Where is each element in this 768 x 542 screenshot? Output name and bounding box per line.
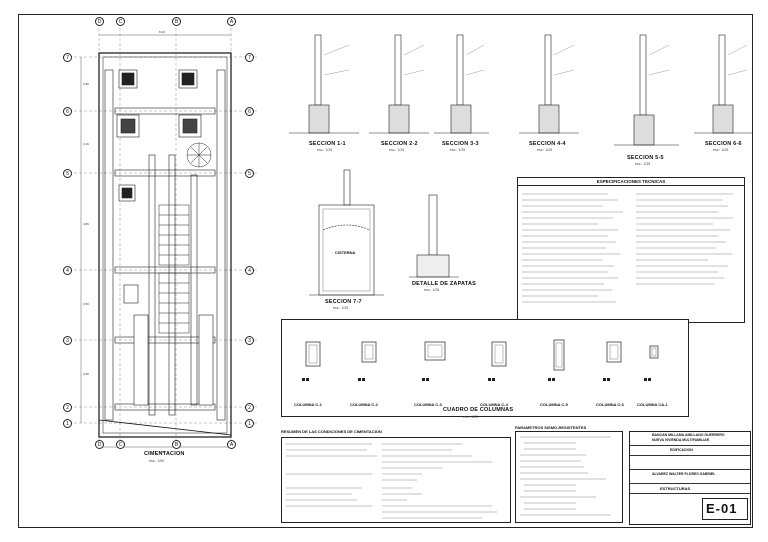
svg-text:8.20: 8.20 xyxy=(159,450,165,454)
column-c2-label: COLUMNA C-2 xyxy=(350,402,378,407)
tb-project: NUEVA VIVIENDA MULTIFAMILIAR xyxy=(652,438,710,442)
axis-bubble-3: 3 xyxy=(63,336,72,345)
section-6-6-title: SECCION 6-6 xyxy=(705,141,742,147)
section-4-4-title: SECCION 4-4 xyxy=(529,141,566,147)
axis-bubble-5-right: 5 xyxy=(245,169,254,178)
specs-box: ESPECIFICACIONES TECNICAS xyxy=(517,177,745,323)
axis-bubble-5: 5 xyxy=(63,169,72,178)
tb-specialty-row: ESTRUCTURAS xyxy=(630,483,750,493)
section-2-2-title: SECCION 2-2 xyxy=(381,141,418,147)
axis-bubble-1-right: 1 xyxy=(245,419,254,428)
axis-bubble-2: 2 xyxy=(63,403,72,412)
column-c3-label: COLUMNA C-3 xyxy=(414,402,442,407)
section-6-6-scale: esc.: 1/25 xyxy=(713,148,729,152)
tb-engineer-row: ALVAREZ WALTER FLORES GABRIEL xyxy=(630,469,750,483)
axis-bubble-7-right: 7 xyxy=(245,53,254,62)
detalle-zapatas-title: DETALLE DE ZAPATAS xyxy=(412,281,476,287)
summary-box xyxy=(281,437,511,523)
tb-type-row: EDIFICACION xyxy=(630,445,750,455)
summary-title: RESUMEN DE LAS CONDICIONES DE CIMENTACIO… xyxy=(281,429,511,434)
section-7-7-title: SECCION 7-7 xyxy=(325,299,362,305)
svg-text:3.35: 3.35 xyxy=(83,372,89,376)
title-block: BANCAN MILLAMA AMILLANO GUERRERO NUEVA V… xyxy=(629,431,751,525)
svg-text:4.86: 4.86 xyxy=(83,222,89,226)
plan-title: CIMENTACION xyxy=(144,451,185,457)
seismic-title: PARAMETROS SISMO-RESISTENTES xyxy=(515,425,587,430)
column-c1-label: COLUMNA C-1 xyxy=(294,402,322,407)
axis-bubble-b: B xyxy=(172,17,181,26)
svg-text:3.16: 3.16 xyxy=(83,142,89,146)
tb-owner: BANCAN MILLAMA AMILLANO GUERRERO xyxy=(652,433,725,437)
tb-engineer: ALVAREZ WALTER FLORES GABRIEL xyxy=(652,472,716,476)
section-5-5-title: SECCION 5-5 xyxy=(627,155,664,161)
tb-address-row xyxy=(630,455,750,469)
axis-bubble-a-bottom: A xyxy=(227,440,236,449)
seismic-text-lines xyxy=(520,436,611,516)
section-3-3-title: SECCION 3-3 xyxy=(442,141,479,147)
axis-bubble-d-bottom: D xyxy=(95,440,104,449)
specs-text-lines xyxy=(522,193,733,303)
columns-sections-drawing xyxy=(302,339,659,381)
column-c4-label: COLUMNA C-4 xyxy=(480,402,508,407)
axis-bubble-6: 6 xyxy=(63,107,72,116)
tb-sheet-row: E-01 xyxy=(630,493,750,525)
axis-bubble-4-right: 4 xyxy=(245,266,254,275)
tb-owner-row: BANCAN MILLAMA AMILLANO GUERRERO NUEVA V… xyxy=(630,432,750,445)
axis-bubble-3-right: 3 xyxy=(245,336,254,345)
summary-text-lines xyxy=(286,443,497,519)
axis-bubble-2-right: 2 xyxy=(245,403,254,412)
columns-table: COLUMNA C-1 COLUMNA C-2 COLUMNA C-3 COLU… xyxy=(281,319,689,417)
columns-scale: esc.: 1/25 xyxy=(463,415,479,419)
tb-specialty: ESTRUCTURAS xyxy=(660,486,691,491)
column-ca1-label: COLUMNA CA-1 xyxy=(637,402,668,407)
section-4-4-scale: esc.: 1/25 xyxy=(537,148,553,152)
axis-bubble-7: 7 xyxy=(63,53,72,62)
seismic-box xyxy=(515,431,623,523)
axis-bubble-a: A xyxy=(227,17,236,26)
columns-title: CUADRO DE COLUMNAS xyxy=(443,407,514,413)
column-c6-label: COLUMNA C-6 xyxy=(596,402,624,407)
sheet-code: E-01 xyxy=(706,501,738,516)
drawing-sheet: 2.96 3.16 4.86 3.50 3.35 8.20 8.20 D C B… xyxy=(18,14,753,528)
plan-scale: esc.: 1/50 xyxy=(149,459,165,463)
column-c5-label: COLUMNA C-5 xyxy=(540,402,568,407)
sheet-code-frame xyxy=(702,498,748,520)
tb-type: EDIFICACION xyxy=(670,448,693,452)
foundation-plan-drawing: 2.96 3.16 4.86 3.50 3.35 8.20 8.20 xyxy=(69,23,259,454)
axis-bubble-6-right: 6 xyxy=(245,107,254,116)
detalle-zapatas-scale: esc.: 1/25 xyxy=(424,288,440,292)
section-3-3-scale: esc.: 1/25 xyxy=(450,148,466,152)
section-1-1-scale: esc.: 1/25 xyxy=(317,148,333,152)
section-1-1-title: SECCION 1-1 xyxy=(309,141,346,147)
wall-sections-drawing xyxy=(289,34,752,296)
svg-text:2.96: 2.96 xyxy=(83,82,89,86)
section-5-5-scale: esc.: 1/25 xyxy=(635,162,651,166)
axis-bubble-c: C xyxy=(116,17,125,26)
section-2-2-scale: esc.: 1/25 xyxy=(389,148,405,152)
axis-bubble-1: 1 xyxy=(63,419,72,428)
svg-text:8.20: 8.20 xyxy=(159,30,165,34)
axis-bubble-4: 4 xyxy=(63,266,72,275)
axis-bubble-d: D xyxy=(95,17,104,26)
axis-bubble-c-bottom: C xyxy=(116,440,125,449)
specs-title: ESPECIFICACIONES TECNICAS xyxy=(518,178,744,186)
summary-title-text: RESUMEN DE LAS CONDICIONES DE CIMENTACIO… xyxy=(281,429,382,434)
section-7-7-scale: esc.: 1/25 xyxy=(333,306,349,310)
cisterna-label: CISTERNA xyxy=(335,250,356,255)
svg-text:3.50: 3.50 xyxy=(83,302,89,306)
axis-bubble-b-bottom: B xyxy=(172,440,181,449)
